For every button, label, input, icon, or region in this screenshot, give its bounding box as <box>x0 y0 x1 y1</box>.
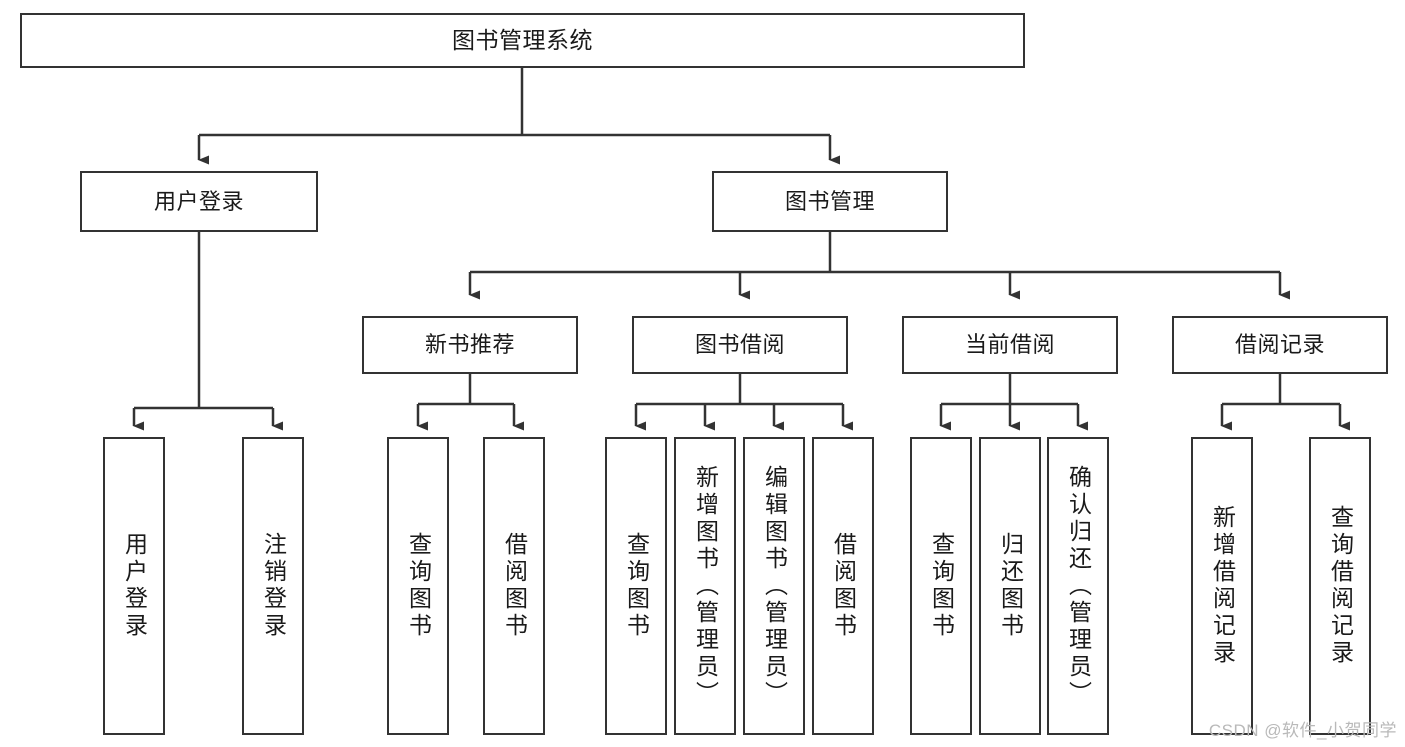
node-leaf-query-book-1-label: 查询图书 <box>405 532 432 640</box>
node-borrow-record[interactable]: 借阅记录 <box>1172 316 1388 374</box>
node-leaf-query-book-3[interactable]: 查询图书 <box>910 437 972 735</box>
node-leaf-query-book-3-label: 查询图书 <box>928 532 955 640</box>
node-leaf-query-borrow-record[interactable]: 查询借阅记录 <box>1309 437 1371 735</box>
node-leaf-borrow-book-1-label: 借阅图书 <box>501 532 528 640</box>
node-new-book-recommend-label: 新书推荐 <box>424 332 515 358</box>
node-book-borrow[interactable]: 图书借阅 <box>632 316 848 374</box>
node-leaf-query-book-2[interactable]: 查询图书 <box>605 437 667 735</box>
node-leaf-query-book-2-label: 查询图书 <box>623 532 650 640</box>
node-leaf-user-logout-label: 注销登录 <box>260 532 287 640</box>
node-user-login[interactable]: 用户登录 <box>80 171 318 232</box>
node-leaf-return-book-label: 归还图书 <box>997 532 1024 640</box>
node-user-login-label: 用户登录 <box>153 188 244 214</box>
node-book-manage[interactable]: 图书管理 <box>712 171 948 232</box>
node-leaf-confirm-return-label: 确认归还（管理员） <box>1065 464 1092 708</box>
node-leaf-user-login-label: 用户登录 <box>121 532 148 640</box>
node-leaf-return-book[interactable]: 归还图书 <box>979 437 1041 735</box>
node-leaf-edit-book-label: 编辑图书（管理员） <box>761 464 788 708</box>
node-current-borrow-label: 当前借阅 <box>964 332 1055 358</box>
node-leaf-query-borrow-record-label: 查询借阅记录 <box>1327 505 1354 667</box>
node-leaf-add-borrow-record[interactable]: 新增借阅记录 <box>1191 437 1253 735</box>
node-book-manage-label: 图书管理 <box>784 188 875 214</box>
node-leaf-add-borrow-record-label: 新增借阅记录 <box>1209 505 1236 667</box>
node-borrow-record-label: 借阅记录 <box>1234 332 1325 358</box>
node-new-book-recommend[interactable]: 新书推荐 <box>362 316 578 374</box>
node-leaf-edit-book[interactable]: 编辑图书（管理员） <box>743 437 805 735</box>
node-leaf-user-login[interactable]: 用户登录 <box>103 437 165 735</box>
node-root[interactable]: 图书管理系统 <box>20 13 1025 68</box>
node-leaf-borrow-book-2-label: 借阅图书 <box>830 532 857 640</box>
node-book-borrow-label: 图书借阅 <box>694 332 785 358</box>
node-leaf-borrow-book-2[interactable]: 借阅图书 <box>812 437 874 735</box>
node-leaf-query-book-1[interactable]: 查询图书 <box>387 437 449 735</box>
node-root-label: 图书管理系统 <box>452 26 593 53</box>
node-leaf-add-book[interactable]: 新增图书（管理员） <box>674 437 736 735</box>
watermark: CSDN @软件_小贺同学 <box>1208 721 1397 740</box>
node-leaf-user-logout[interactable]: 注销登录 <box>242 437 304 735</box>
node-current-borrow[interactable]: 当前借阅 <box>902 316 1118 374</box>
node-leaf-confirm-return[interactable]: 确认归还（管理员） <box>1047 437 1109 735</box>
node-leaf-add-book-label: 新增图书（管理员） <box>692 464 719 708</box>
node-leaf-borrow-book-1[interactable]: 借阅图书 <box>483 437 545 735</box>
